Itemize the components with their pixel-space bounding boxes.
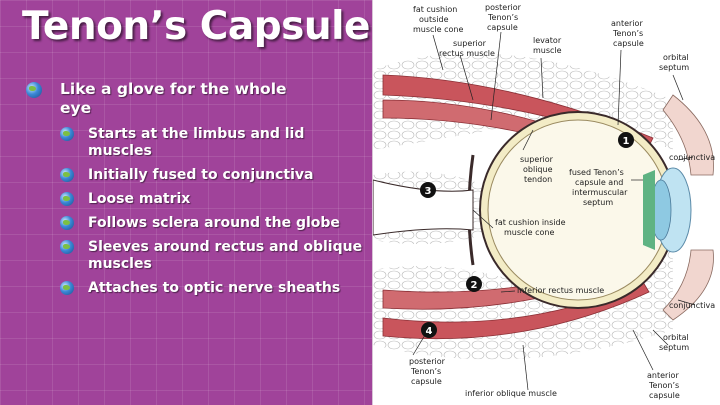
label-fat-outside: fat cushion [413, 5, 457, 14]
optic-nerve [373, 179, 474, 236]
label-conjunctiva-top: conjunctiva [669, 153, 715, 162]
bullet-text: Follows sclera around the globe [88, 215, 340, 231]
label-superior-oblique: superior [520, 155, 554, 164]
eye-diagram-svg: 1 2 3 4 fat cushion outside muscle cone … [373, 3, 715, 400]
label-superior-oblique: tendon [524, 175, 552, 184]
label-fused-capsule: intermuscular [572, 188, 628, 197]
bullet-item: Sleeves around rectus and oblique muscle… [26, 239, 371, 273]
lower-eyelid [662, 249, 714, 321]
label-anterior-tenon-bottom: Tenon’s [648, 381, 679, 390]
bullet-text: Initially fused to conjunctiva [88, 167, 314, 183]
globe-icon [60, 240, 74, 254]
bullet-item: Follows sclera around the globe [26, 215, 371, 232]
label-posterior-tenon-top: posterior [485, 3, 522, 12]
label-superior-rectus: rectus muscle [439, 49, 495, 58]
svg-text:3: 3 [425, 186, 432, 197]
label-posterior-tenon-bottom: Tenon’s [410, 367, 441, 376]
globe-inner [487, 119, 669, 301]
bullet-list: Like a glove for the whole eye Starts at… [26, 80, 371, 304]
label-posterior-tenon-bottom: posterior [409, 357, 446, 366]
eye-diagram: 1 2 3 4 fat cushion outside muscle cone … [372, 0, 720, 405]
label-anterior-tenon-top: Tenon’s [612, 29, 643, 38]
slide-title: Tenon’s Capsule [22, 4, 370, 49]
label-anterior-tenon-top: capsule [613, 39, 644, 48]
marker-2: 2 [466, 276, 482, 292]
label-levator: muscle [533, 46, 562, 55]
label-inferior-oblique: inferior oblique muscle [465, 389, 557, 398]
globe-icon [60, 281, 74, 295]
bullet-item: Loose matrix [26, 191, 371, 208]
label-superior-rectus: superior [453, 39, 487, 48]
globe-icon [60, 216, 74, 230]
svg-text:2: 2 [471, 280, 478, 291]
ciliary-body [643, 170, 655, 250]
bullet-text: Sleeves around rectus and oblique muscle… [88, 239, 363, 272]
svg-text:1: 1 [623, 136, 630, 147]
label-fused-capsule: fused Tenon’s [569, 168, 624, 177]
label-fat-inside: fat cushion inside [495, 218, 566, 227]
marker-3: 3 [420, 182, 436, 198]
label-orbital-septum-bottom: septum [659, 343, 689, 352]
inferior-oblique-muscle [382, 281, 650, 340]
upper-eyelid [662, 94, 714, 176]
label-orbital-septum-bottom: orbital [663, 333, 689, 342]
label-fat-outside: muscle cone [413, 25, 463, 34]
label-superior-oblique: oblique [523, 165, 553, 174]
label-anterior-tenon-bottom: anterior [647, 371, 679, 380]
label-fat-inside: muscle cone [504, 228, 554, 237]
label-levator: levator [533, 36, 562, 45]
label-fused-capsule: capsule and [575, 178, 623, 187]
globe-icon [60, 192, 74, 206]
bullet-item: Attaches to optic nerve sheaths [26, 280, 371, 297]
globe-icon [26, 82, 42, 98]
label-inferior-rectus: inferior rectus muscle [517, 286, 604, 295]
label-orbital-septum-top: septum [659, 63, 689, 72]
label-fused-capsule: septum [583, 198, 613, 207]
label-orbital-septum-top: orbital [663, 53, 689, 62]
svg-text:4: 4 [426, 326, 433, 337]
globe-icon [60, 168, 74, 182]
bullet-item: Initially fused to conjunctiva [26, 167, 371, 184]
globe-icon [60, 127, 74, 141]
bullet-text: Loose matrix [88, 191, 191, 207]
label-posterior-tenon-top: Tenon’s [487, 13, 518, 22]
bullet-text: Attaches to optic nerve sheaths [88, 280, 341, 296]
label-anterior-tenon-bottom: capsule [649, 391, 680, 400]
label-fat-outside: outside [419, 15, 449, 24]
bullet-item: Starts at the limbus and lid muscles [26, 126, 371, 160]
label-posterior-tenon-top: capsule [487, 23, 518, 32]
marker-1: 1 [618, 132, 634, 148]
bullet-text: Starts at the limbus and lid muscles [88, 126, 305, 159]
label-conjunctiva-bottom: conjunctiva [669, 301, 715, 310]
label-anterior-tenon-top: anterior [611, 19, 643, 28]
bullet-item: Like a glove for the whole eye [26, 80, 320, 118]
label-posterior-tenon-bottom: capsule [411, 377, 442, 386]
bullet-text: Like a glove for the whole eye [60, 80, 287, 117]
marker-4: 4 [421, 322, 437, 338]
